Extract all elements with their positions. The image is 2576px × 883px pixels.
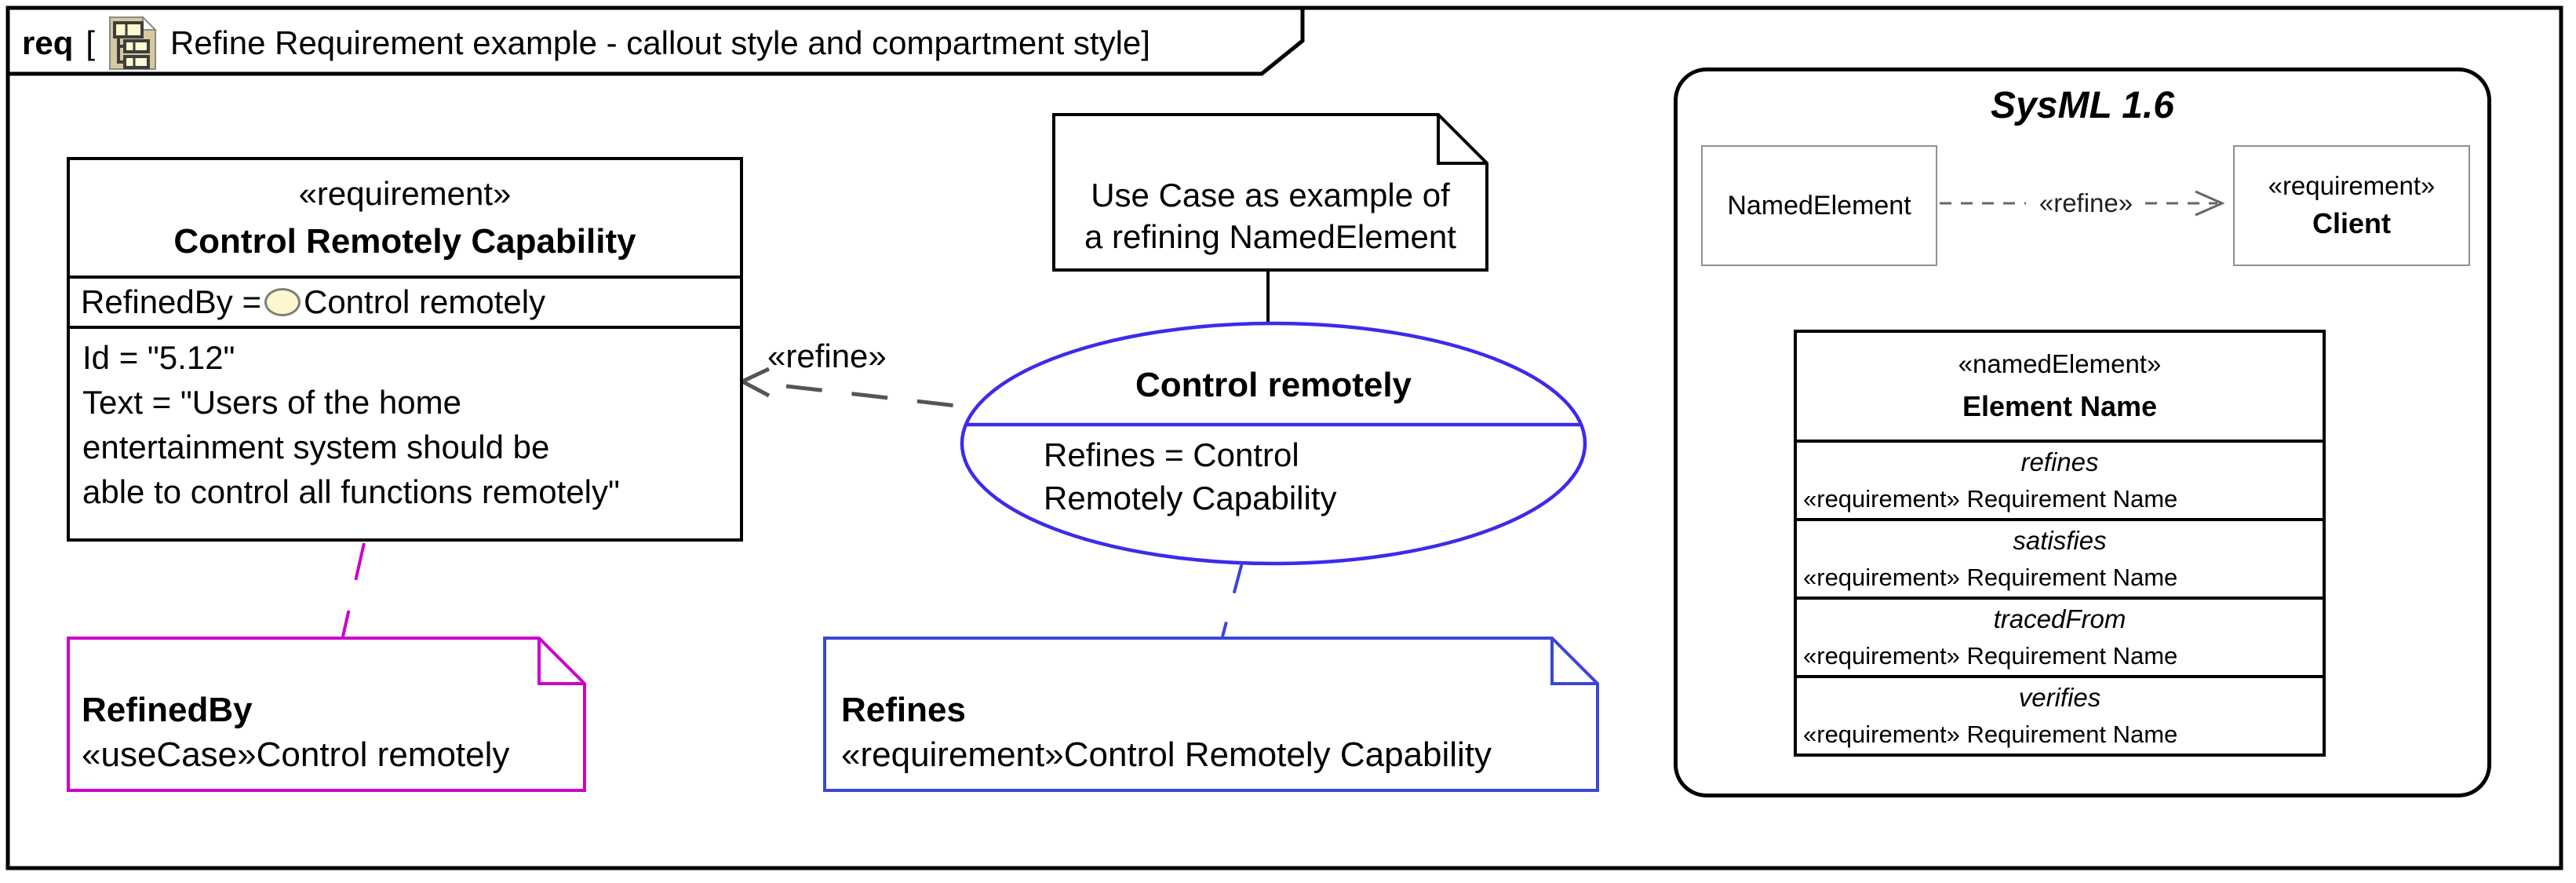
compartment-style-table[interactable]: «namedElement» Element Name refines «req… (1794, 330, 2326, 757)
refines-callout-note-shape[interactable] (823, 562, 1599, 792)
use-case-refines-compartment: Refines = Control Remotely Capability (1044, 433, 1337, 520)
client-stereotype: «requirement» (2268, 171, 2436, 200)
panel-title: SysML 1.6 (1991, 85, 2174, 126)
table-row: refines «requirement» Requirement Name (1797, 443, 2323, 518)
compartment-divider (1797, 440, 2323, 443)
frame-keyword: req (22, 24, 74, 61)
table-row: satisfies «requirement» Requirement Name (1797, 521, 2323, 597)
refine-dependency-label: «refine» (767, 338, 887, 374)
refinedby-compartment: RefinedBy = Control remotely (70, 279, 740, 326)
named-element-label: NamedElement (1727, 190, 1911, 221)
panel-refine-dependency-label: «refine» (2039, 188, 2133, 217)
row-value: «requirement» Requirement Name (1803, 485, 2178, 513)
requirement-diagram-icon (107, 15, 158, 71)
use-case-ellipse-shape[interactable] (960, 321, 1587, 566)
use-case-note[interactable]: Use Case as example of a refining NamedE… (1054, 174, 1487, 257)
frame-name-tab-shape (5, 5, 1305, 76)
use-case-note-shape[interactable] (1052, 113, 1488, 272)
row-label: refines (2020, 447, 2099, 476)
compartment-divider (1797, 675, 2323, 678)
row-label: verifies (2018, 683, 2101, 712)
client-requirement-node[interactable]: «requirement» Client (2233, 145, 2470, 266)
requirement-id-line: Id = "5.12" (82, 339, 235, 376)
table-row: tracedFrom «requirement» Requirement Nam… (1797, 600, 2323, 675)
table-row: verifies «requirement» Requirement Name (1797, 678, 2323, 753)
compartment-divider (70, 326, 740, 329)
use-case-oval-icon (264, 288, 301, 316)
requirement-text-line: entertainment system should be (82, 429, 550, 465)
callout-value: «requirement»Control Remotely Capability (841, 735, 1492, 774)
panel-refine-dependency-connector (1940, 190, 2225, 217)
requirement-stereotype: «requirement» (298, 174, 512, 212)
requirement-text-line: Text = "Users of the home (82, 384, 461, 421)
row-label: tracedFrom (1993, 604, 2126, 633)
compartment-divider (1797, 597, 2323, 600)
use-case-refines-line: Refines = Control (1044, 436, 1299, 473)
table-header-name: Element Name (1962, 390, 2158, 422)
row-value: «requirement» Requirement Name (1803, 721, 2178, 748)
requirement-node-control-remotely-capability[interactable]: «requirement» Control Remotely Capabilit… (67, 157, 743, 542)
table-header-stereotype: «namedElement» (1958, 349, 2162, 378)
requirement-text-line: able to control all functions remotely" (82, 473, 620, 510)
refinedby-value: Control remotely (303, 283, 546, 320)
use-case-note-line: Use Case as example of (1091, 177, 1450, 213)
requirement-header: «requirement» Control Remotely Capabilit… (70, 160, 740, 275)
row-value: «requirement» Requirement Name (1803, 642, 2178, 670)
compartment-divider (70, 275, 740, 279)
callout-title: RefinedBy (82, 691, 253, 729)
use-case-name: Control remotely (1135, 366, 1412, 404)
sysml-legend-panel: SysML 1.6 NamedElement «requirement» Cli… (1674, 68, 2491, 797)
frame-title: Refine Requirement example - callout sty… (170, 24, 1150, 61)
requirement-name: Control Remotely Capability (173, 221, 636, 261)
callout-value: «useCase»Control remotely (82, 735, 510, 774)
refinedby-callout-note[interactable]: RefinedBy «useCase»Control remotely (82, 688, 509, 777)
named-element-node[interactable]: NamedElement (1701, 145, 1937, 266)
callout-title: Refines (841, 691, 966, 729)
refinedby-callout-note-shape[interactable] (67, 542, 586, 792)
compartment-divider (1797, 518, 2323, 521)
row-label: satisfies (2013, 526, 2107, 555)
table-header: «namedElement» Element Name (1797, 333, 2323, 440)
frame-open-bracket: [ (86, 24, 96, 61)
client-name: Client (2312, 207, 2391, 239)
frame-name-tab: req [ Refine Requirement example - callo… (22, 15, 1150, 71)
refinedby-label: RefinedBy = (81, 283, 261, 320)
requirement-text-compartment: Id = "5.12" Text = "Users of the home en… (70, 329, 740, 520)
use-case-note-line: a refining NamedElement (1084, 218, 1456, 255)
refines-callout-note[interactable]: Refines «requirement»Control Remotely Ca… (841, 688, 1492, 777)
row-value: «requirement» Requirement Name (1803, 564, 2178, 591)
use-case-refines-line: Remotely Capability (1044, 480, 1337, 516)
